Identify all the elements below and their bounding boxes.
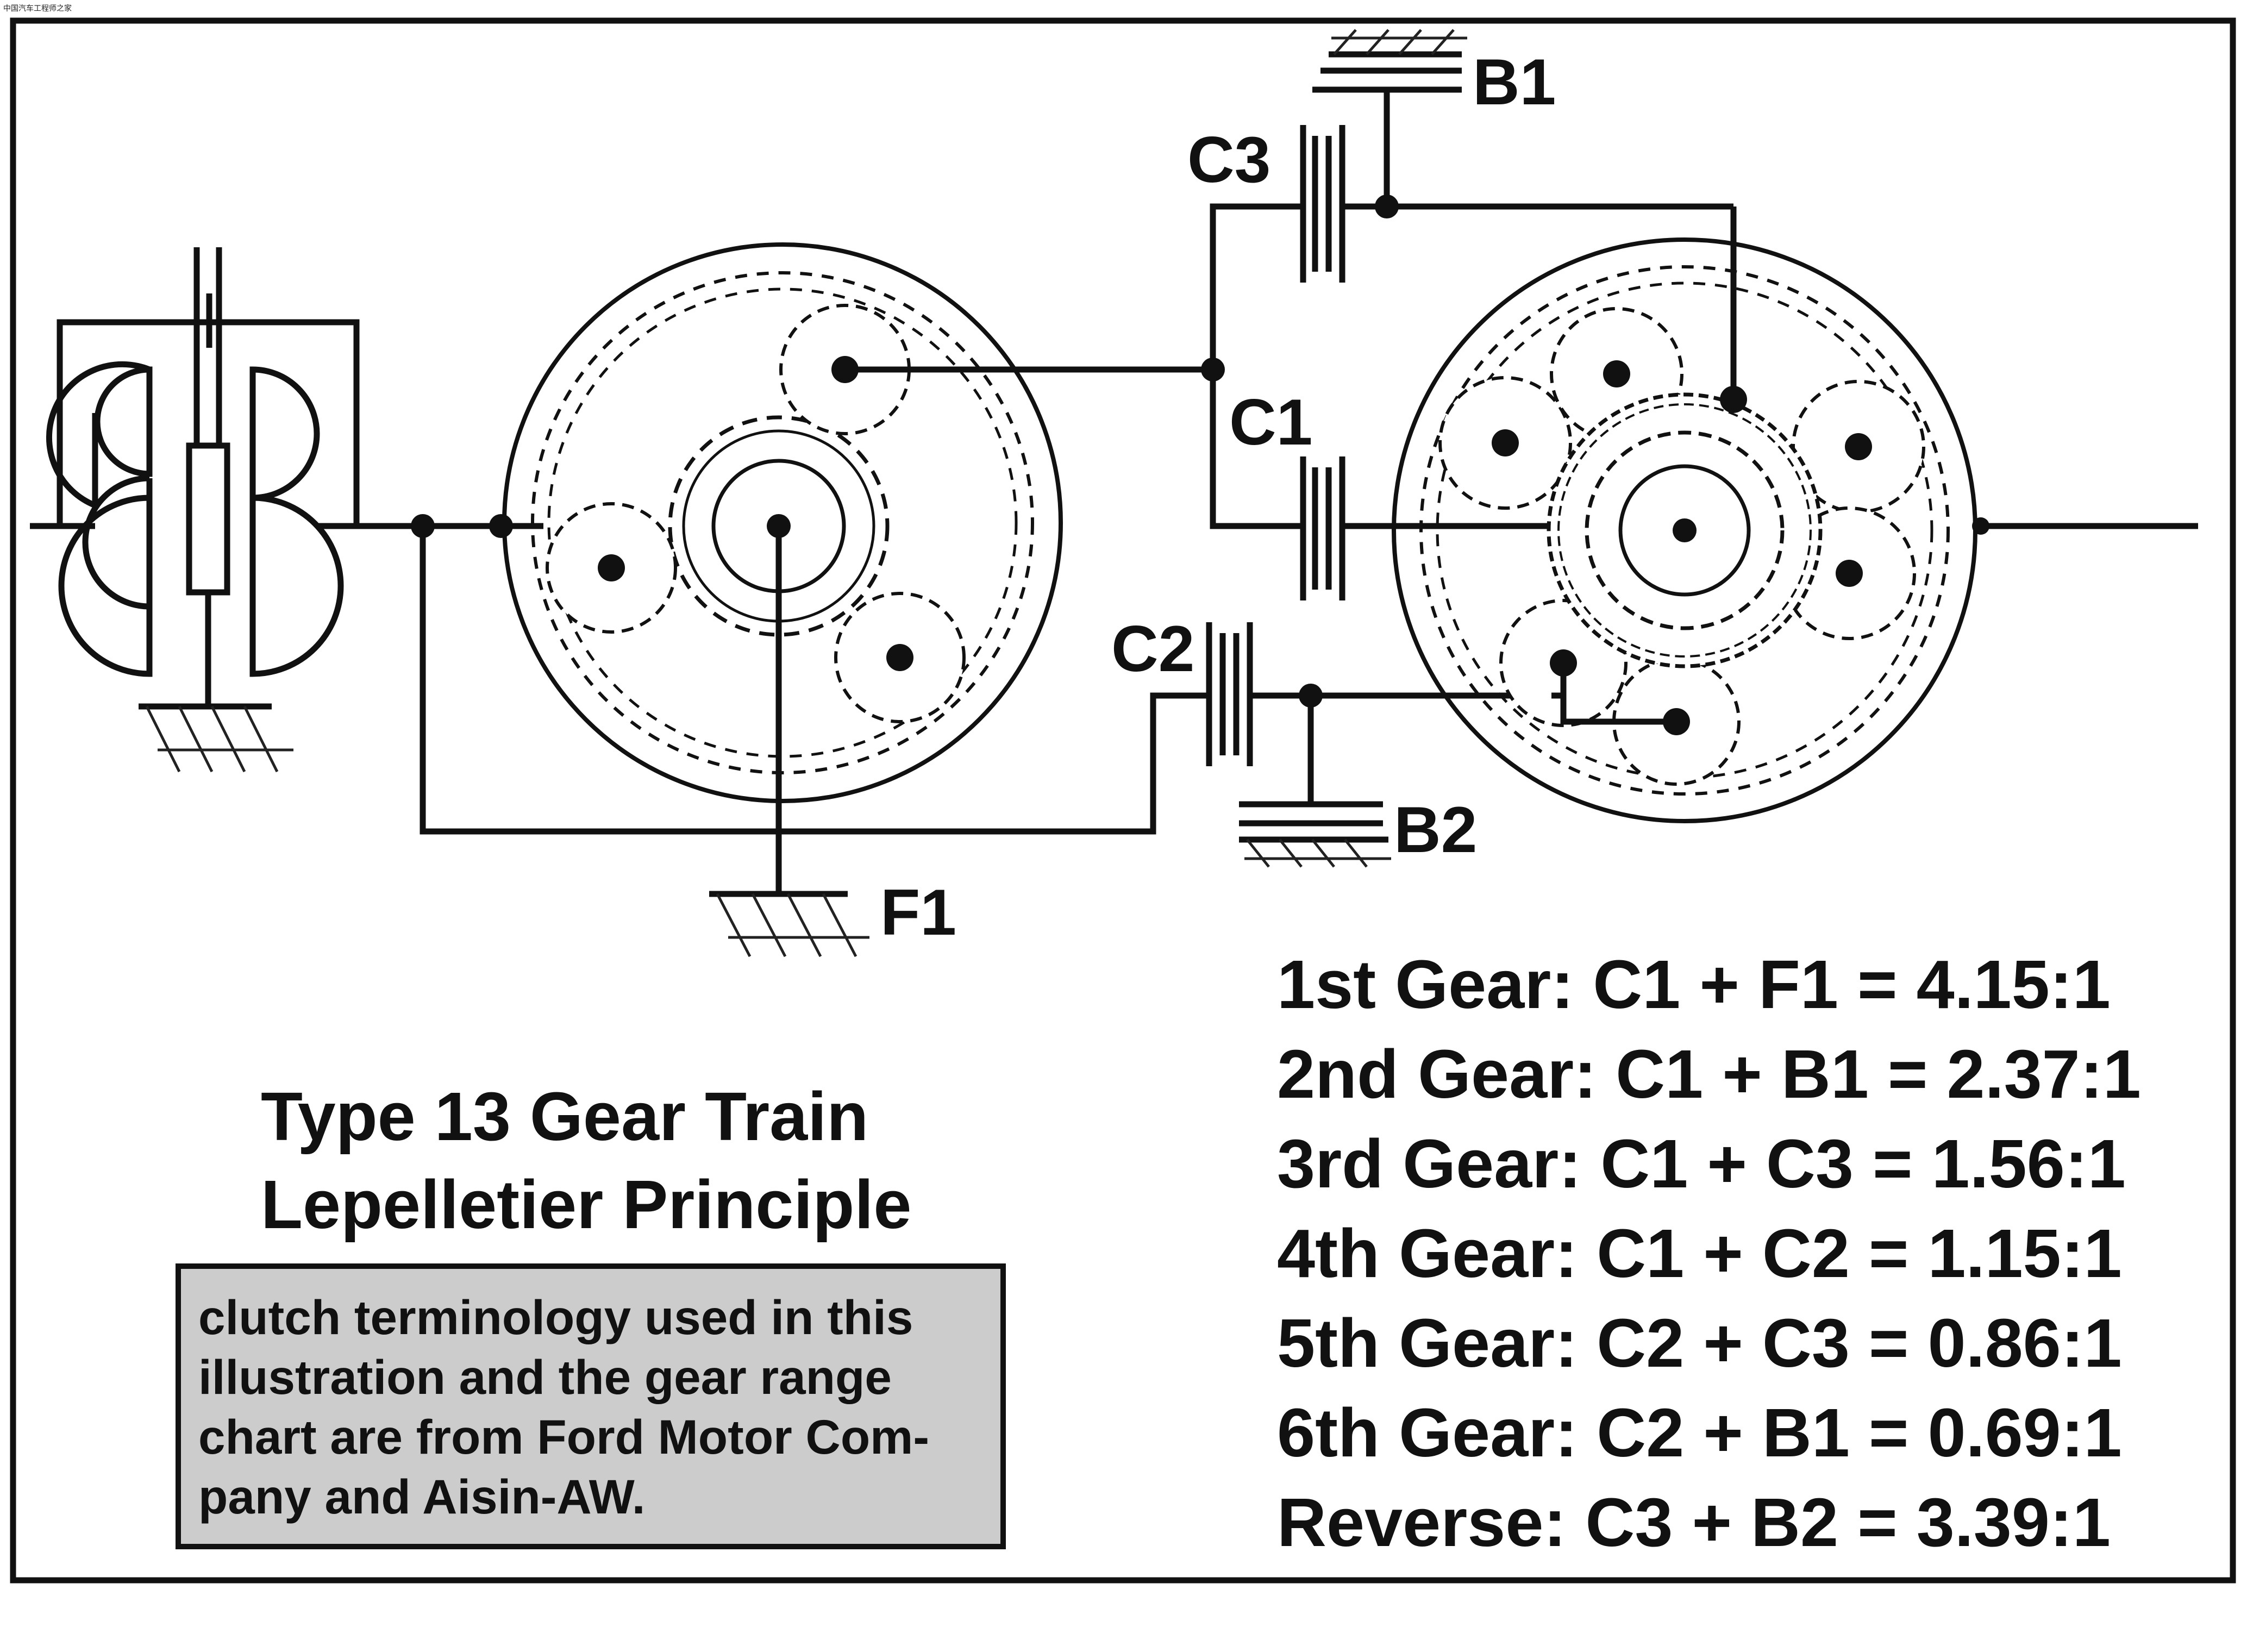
label-c1: C1 — [1229, 386, 1312, 459]
brake-b2 — [1239, 684, 1391, 868]
label-b2: B2 — [1394, 793, 1477, 866]
gear-ratio-5th: 5th Gear: C2 + C3 = 0.86:1 — [1277, 1305, 2122, 1381]
brake-b1 — [1312, 29, 1467, 218]
note-box — [176, 1263, 1006, 1549]
gear-ratio-6th: 6th Gear: C2 + B1 = 0.69:1 — [1277, 1394, 2122, 1471]
planetary-gear-set-2 — [1392, 237, 1977, 823]
gear-ratio-reverse: Reverse: C3 + B2 = 3.39:1 — [1277, 1484, 2111, 1561]
torque-converter — [30, 247, 418, 773]
gear-ratio-2nd: 2nd Gear: C1 + B1 = 2.37:1 — [1277, 1036, 2141, 1112]
note-line: clutch terminology used in this — [198, 1290, 913, 1344]
label-b1: B1 — [1473, 46, 1556, 118]
label-f1: F1 — [880, 876, 956, 949]
gear-range-chart: 1st Gear: C1 + F1 = 4.15:1 2nd Gear: C1 … — [1277, 946, 2141, 1561]
gear-ratio-1st: 1st Gear: C1 + F1 = 4.15:1 — [1277, 946, 2111, 1023]
note-line: chart are from Ford Motor Com- — [198, 1410, 929, 1464]
note-line: pany and Aisin-AW. — [198, 1469, 646, 1524]
gear-ratio-4th: 4th Gear: C1 + C2 = 1.15:1 — [1277, 1215, 2122, 1292]
outer-frame — [10, 17, 2236, 1584]
title-line-2: Lepelletier Principle — [261, 1166, 911, 1243]
freewheel-f1 — [709, 526, 869, 958]
note-line: illustration and the gear range — [198, 1350, 892, 1404]
label-c3: C3 — [1187, 123, 1270, 196]
watermark: 中国汽车工程师之家 — [3, 4, 72, 12]
clutch-c3 — [1300, 125, 1733, 283]
planetary-gear-set-1 — [502, 242, 1063, 803]
gear-ratio-3rd: 3rd Gear: C1 + C3 = 1.56:1 — [1277, 1125, 2126, 1202]
label-c2: C2 — [1111, 612, 1194, 685]
title-line-1: Type 13 Gear Train — [261, 1078, 868, 1155]
